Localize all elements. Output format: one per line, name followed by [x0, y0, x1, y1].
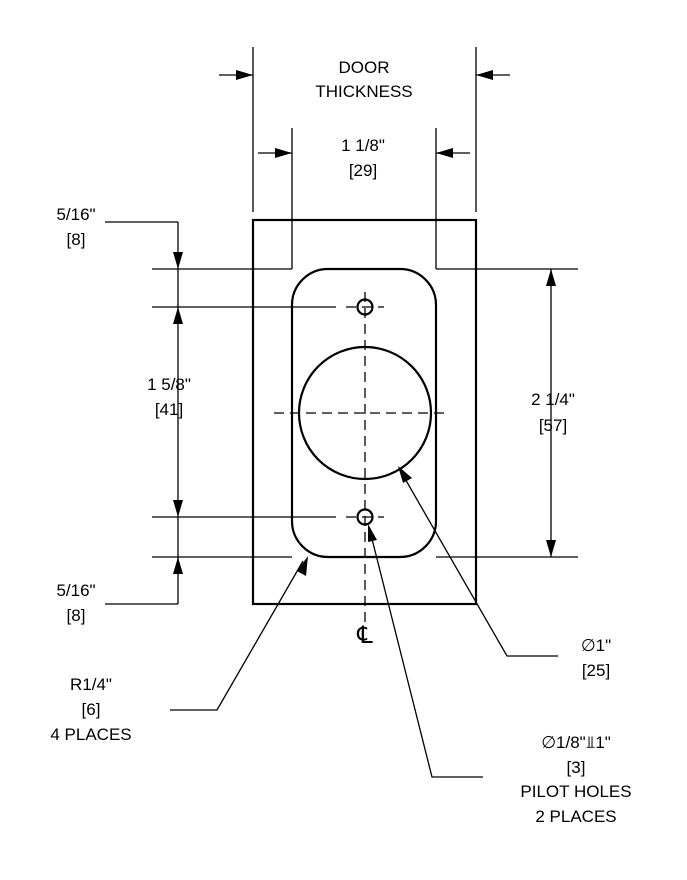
pilot-holes-note1-label: PILOT HOLES — [520, 782, 631, 801]
pilot-holes-leader-arrow — [368, 524, 377, 542]
radius-metric-label: [6] — [82, 700, 101, 719]
top-offset-metric-label: [8] — [67, 230, 86, 249]
door-thickness-label-line1: DOOR — [339, 58, 390, 77]
bottom-offset-arrow-up — [173, 557, 183, 574]
height-imperial-label: 2 1/4" — [531, 390, 575, 409]
pilot-holes-imperial-label: ∅1/8"⫫1" — [541, 733, 611, 752]
top-offset-imperial-label: 5/16" — [56, 205, 95, 224]
bore-leader-arrow — [398, 466, 412, 483]
height-arrow-bottom — [546, 540, 556, 557]
hole-spacing-imperial-label: 1 5/8" — [147, 375, 191, 394]
door-thickness-arrow-right — [476, 70, 493, 80]
hole-spacing-arrow-down — [173, 500, 183, 517]
width-arrow-left — [275, 148, 292, 158]
radius-leader-arrow — [297, 556, 308, 576]
centerline-symbol: ℄ — [356, 622, 373, 649]
radius-leader — [170, 560, 304, 711]
hole-spacing-metric-label: [41] — [155, 400, 183, 419]
door-thickness-arrow-left — [236, 70, 253, 80]
top-offset-arrow-up — [173, 307, 183, 324]
height-metric-label: [57] — [539, 416, 567, 435]
radius-note-label: 4 PLACES — [50, 725, 131, 744]
pilot-holes-metric-label: [3] — [567, 758, 586, 777]
pilot-holes-note2-label: 2 PLACES — [535, 807, 616, 826]
width-imperial-label: 1 1/8" — [341, 136, 385, 155]
bore-metric-label: [25] — [582, 661, 610, 680]
height-arrow-top — [546, 269, 556, 286]
bore-imperial-label: ∅1" — [581, 636, 611, 655]
bottom-offset-metric-label: [8] — [67, 606, 86, 625]
bottom-offset-imperial-label: 5/16" — [56, 581, 95, 600]
width-metric-label: [29] — [349, 161, 377, 180]
width-arrow-right — [436, 148, 453, 158]
pilot-holes-leader — [368, 526, 483, 778]
radius-imperial-label: R1/4" — [70, 675, 112, 694]
top-offset-arrow-down — [173, 252, 183, 269]
door-thickness-label-line2: THICKNESS — [315, 82, 412, 101]
bore-leader — [399, 469, 558, 657]
